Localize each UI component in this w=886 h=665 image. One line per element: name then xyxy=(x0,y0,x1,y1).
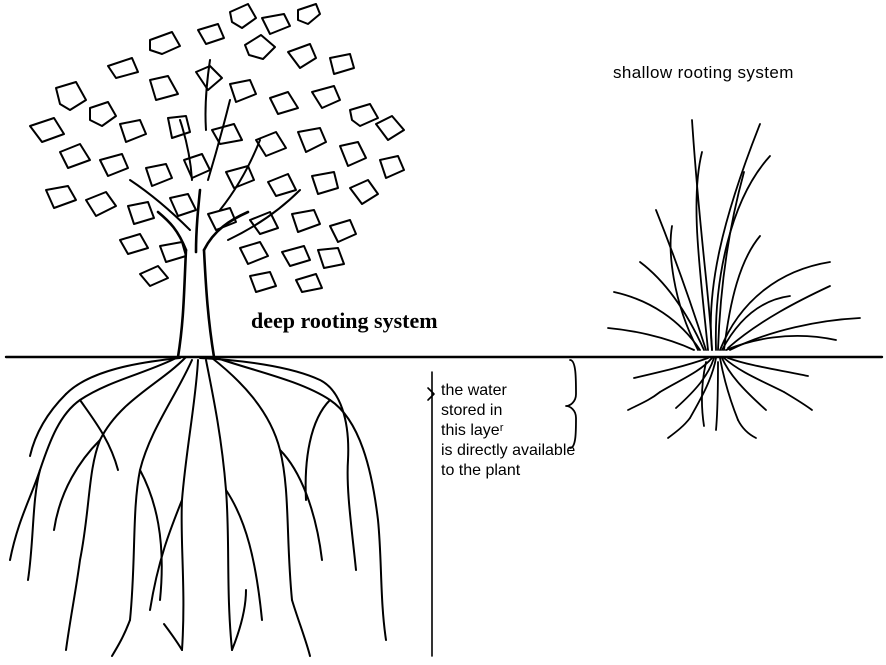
water-layer-brace-left xyxy=(428,388,434,400)
water-label-line: the water xyxy=(441,381,575,401)
tree-roots xyxy=(10,357,386,656)
shallow-rooting-label: shallow rooting system xyxy=(613,63,794,83)
deep-rooting-label: deep rooting system xyxy=(251,308,438,334)
water-label-line: this layeʳ xyxy=(441,421,575,441)
water-label-line: to the plant xyxy=(441,461,575,481)
water-label-line: stored in xyxy=(441,401,575,421)
grass-illustration xyxy=(608,120,860,438)
tree-canopy xyxy=(30,4,404,292)
tree-trunk xyxy=(158,190,248,357)
water-label-line: is directly available xyxy=(441,441,575,461)
water-layer-label: the water stored in this layeʳ is direct… xyxy=(441,381,575,481)
